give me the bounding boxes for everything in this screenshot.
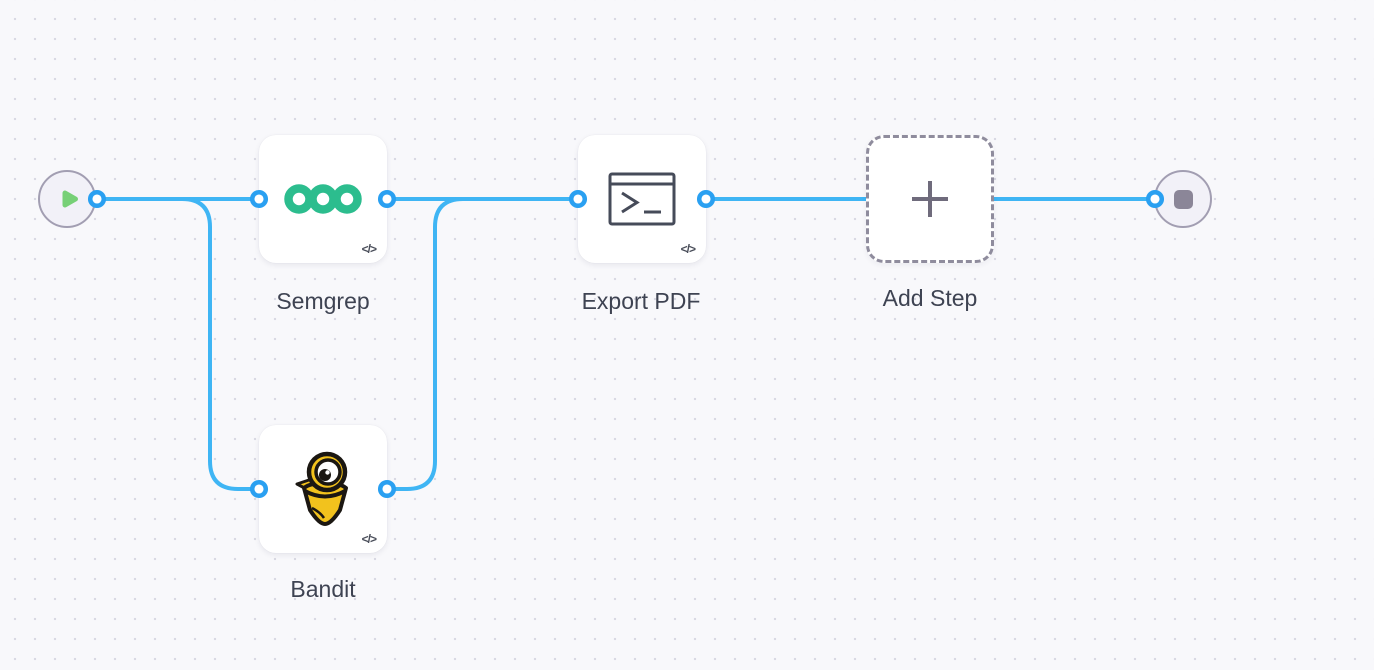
node-export-pdf[interactable]: </> (578, 135, 706, 263)
code-badge-icon: </> (361, 242, 377, 256)
node-semgrep[interactable]: </> (259, 135, 387, 263)
node-add-step[interactable] (866, 135, 994, 263)
port-export-out[interactable] (696, 189, 716, 209)
wire-bandit-to-export[interactable] (387, 197, 578, 491)
port-start-out[interactable] (87, 189, 107, 209)
plus-icon (912, 181, 948, 217)
start-node[interactable] (38, 170, 96, 228)
node-bandit[interactable]: </> (259, 425, 387, 553)
semgrep-logo-icon (284, 184, 362, 214)
code-badge-icon: </> (680, 242, 696, 256)
port-end-in[interactable] (1145, 189, 1165, 209)
port-semgrep-in[interactable] (249, 189, 269, 209)
wire-start-to-bandit[interactable] (97, 197, 259, 491)
node-label-bandit: Bandit (290, 576, 356, 602)
code-badge-icon: </> (361, 532, 377, 546)
bandit-logo-icon (295, 451, 348, 526)
play-icon (62, 190, 78, 208)
stop-icon (1173, 189, 1193, 209)
node-label-add-step: Add Step (882, 285, 978, 311)
port-bandit-in[interactable] (249, 479, 269, 499)
port-export-in[interactable] (568, 189, 588, 209)
node-label-export-pdf: Export PDF (581, 288, 701, 314)
node-label-semgrep: Semgrep (276, 288, 370, 314)
port-semgrep-out[interactable] (377, 189, 397, 209)
port-bandit-out[interactable] (377, 479, 397, 499)
terminal-icon (608, 172, 676, 226)
